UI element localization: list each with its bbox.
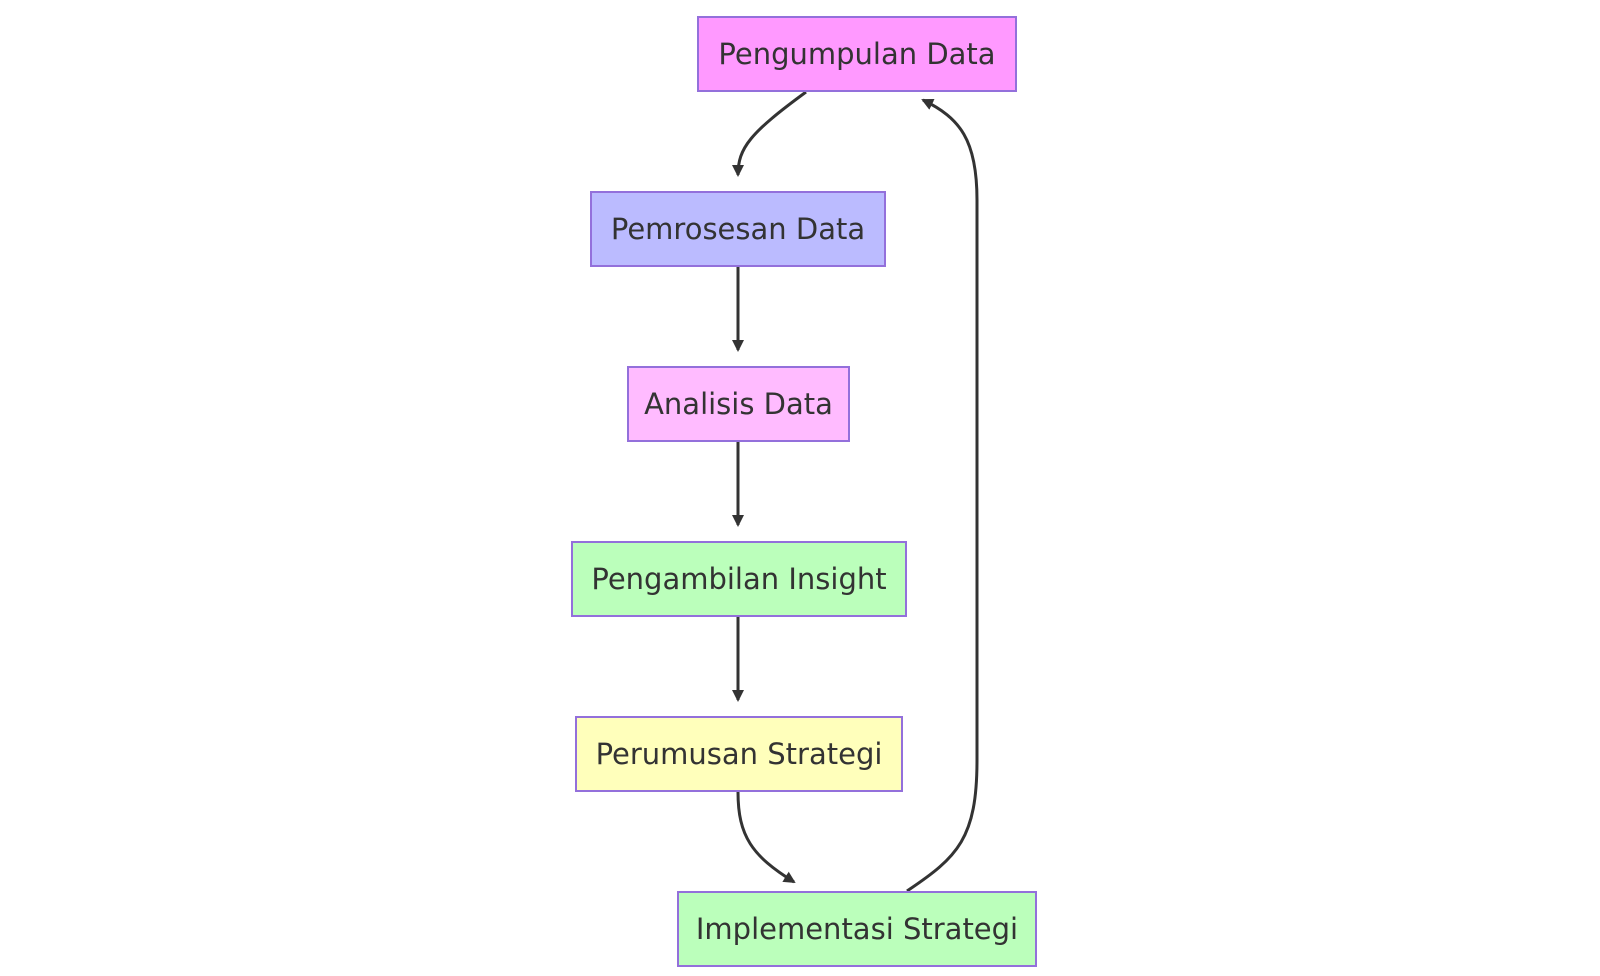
edge-implementasi-to-pengumpulan — [906, 98, 979, 893]
edge-pengumpulan-to-pemrosesan — [732, 90, 807, 177]
node-perumusan-strategi: Perumusan Strategi — [575, 716, 903, 792]
edge-perumusan-to-implementasi — [736, 791, 796, 884]
node-implementasi-strategi: Implementasi Strategi — [677, 891, 1037, 967]
node-pengambilan-insight: Pengambilan Insight — [571, 541, 907, 617]
node-pemrosesan-data: Pemrosesan Data — [590, 191, 886, 267]
node-analisis-data: Analisis Data — [627, 366, 850, 442]
node-pengumpulan-data: Pengumpulan Data — [697, 16, 1017, 92]
